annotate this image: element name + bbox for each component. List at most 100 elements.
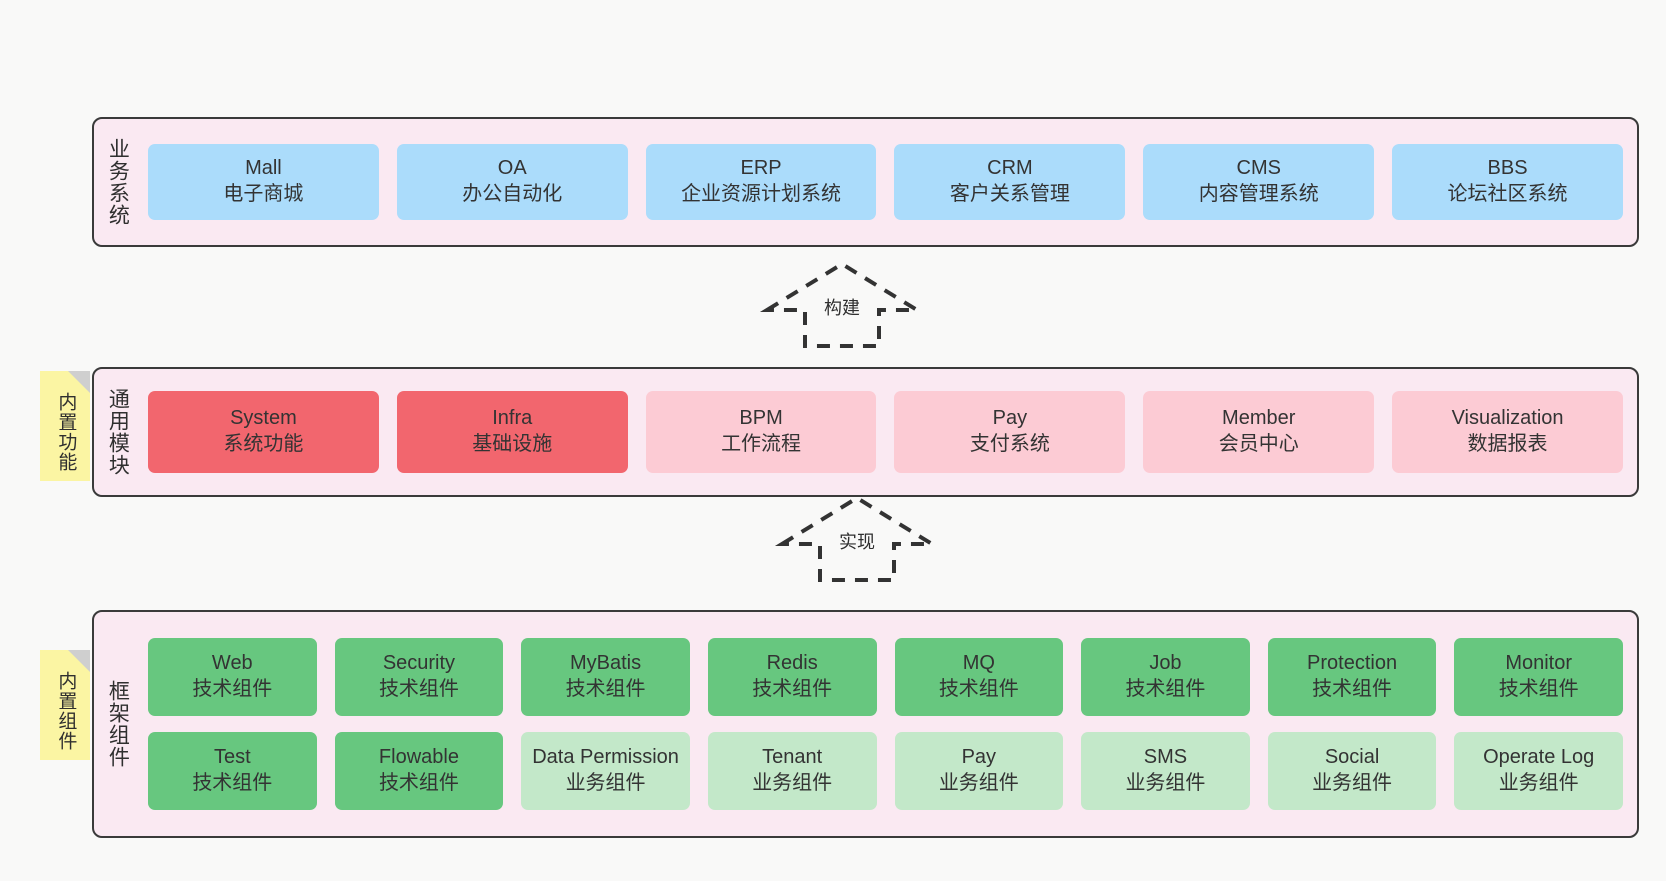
node-security-desc: 技术组件 (378, 678, 459, 700)
node-member[interactable]: Member 会员中心 (1143, 391, 1375, 473)
node-social[interactable]: Social 业务组件 (1267, 732, 1437, 810)
node-pay-component[interactable]: Pay 业务组件 (894, 732, 1064, 810)
node-operate-log-desc: 业务组件 (1498, 772, 1579, 794)
node-mall[interactable]: Mall 电子商城 (148, 144, 379, 220)
node-pay-module-desc: 支付系统 (969, 433, 1050, 455)
node-test[interactable]: Test 技术组件 (148, 732, 317, 810)
node-crm[interactable]: CRM 客户关系管理 (894, 144, 1126, 220)
node-infra-desc: 基础设施 (472, 433, 553, 455)
layer-business-system[interactable]: 业务系统 Mall 电子商城 OA 办公自动化 ERP 企业资源计划系统 CRM (92, 117, 1639, 247)
layer-framework-title: 框架组件 (106, 680, 130, 768)
node-flowable[interactable]: Flowable 技术组件 (334, 732, 504, 810)
note-builtin-function[interactable]: 内置功能 (40, 371, 90, 481)
node-bpm-name: BPM (739, 407, 783, 430)
node-cms[interactable]: CMS 内容管理系统 (1143, 144, 1375, 220)
node-protection-desc: 技术组件 (1312, 678, 1393, 700)
node-bpm-desc: 工作流程 (721, 433, 802, 455)
node-job-desc: 技术组件 (1125, 678, 1206, 700)
node-infra-name: Infra (492, 407, 533, 430)
node-crm-desc: 客户关系管理 (949, 183, 1070, 205)
node-visualization[interactable]: Visualization 数据报表 (1392, 391, 1623, 473)
node-pay-component-name: Pay (961, 746, 997, 769)
node-monitor-desc: 技术组件 (1498, 678, 1579, 700)
note-builtin-function-label: 内置功能 (55, 392, 77, 472)
node-oa[interactable]: OA 办公自动化 (396, 144, 628, 220)
node-flowable-name: Flowable (378, 746, 459, 769)
node-mybatis[interactable]: MyBatis 技术组件 (521, 638, 690, 716)
node-mall-name: Mall (245, 157, 282, 180)
node-system-desc: 系统功能 (223, 433, 304, 455)
connector-implement-arrow: 实现 (772, 492, 942, 584)
layer-common-body: System 系统功能 Infra 基础设施 BPM 工作流程 Pay 支付系统… (140, 369, 1637, 495)
layer-business-title: 业务系统 (106, 138, 130, 226)
node-tenant-desc: 业务组件 (752, 772, 833, 794)
node-infra[interactable]: Infra 基础设施 (396, 391, 628, 473)
node-bbs[interactable]: BBS 论坛社区系统 (1392, 144, 1623, 220)
framework-row-2: Test 技术组件 Flowable 技术组件 Data Permission … (148, 732, 1623, 810)
node-pay-module[interactable]: Pay 支付系统 (894, 391, 1126, 473)
layer-business-body: Mall 电子商城 OA 办公自动化 ERP 企业资源计划系统 CRM 客户关系… (140, 119, 1637, 245)
layer-common-title: 通用模块 (106, 388, 130, 476)
node-pay-module-name: Pay (992, 407, 1028, 430)
node-erp[interactable]: ERP 企业资源计划系统 (645, 144, 877, 220)
node-cms-desc: 内容管理系统 (1198, 183, 1319, 205)
connector-build-arrow: 构建 (757, 258, 927, 350)
node-monitor[interactable]: Monitor 技术组件 (1454, 638, 1623, 716)
node-operate-log-name: Operate Log (1483, 746, 1595, 769)
node-crm-name: CRM (987, 157, 1033, 180)
node-security-name: Security (382, 652, 456, 675)
node-redis[interactable]: Redis 技术组件 (707, 638, 877, 716)
node-protection[interactable]: Protection 技术组件 (1267, 638, 1437, 716)
node-bbs-name: BBS (1487, 157, 1528, 180)
framework-row-1: Web 技术组件 Security 技术组件 MyBatis 技术组件 Redi… (148, 638, 1623, 716)
common-row: System 系统功能 Infra 基础设施 BPM 工作流程 Pay 支付系统… (148, 391, 1623, 473)
node-redis-desc: 技术组件 (752, 678, 833, 700)
node-web[interactable]: Web 技术组件 (148, 638, 317, 716)
node-mq-desc: 技术组件 (938, 678, 1019, 700)
node-data-permission-name: Data Permission (532, 746, 679, 769)
implement-arrow-glyph (774, 495, 940, 582)
node-mybatis-name: MyBatis (570, 652, 642, 675)
node-visualization-desc: 数据报表 (1467, 433, 1548, 455)
note-builtin-component[interactable]: 内置组件 (40, 650, 90, 760)
node-visualization-name: Visualization (1451, 407, 1564, 430)
business-row: Mall 电子商城 OA 办公自动化 ERP 企业资源计划系统 CRM 客户关系… (148, 144, 1623, 220)
node-erp-desc: 企业资源计划系统 (681, 183, 842, 205)
node-tenant-name: Tenant (762, 746, 823, 769)
node-job[interactable]: Job 技术组件 (1081, 638, 1250, 716)
node-sms-desc: 业务组件 (1125, 772, 1206, 794)
layer-common-module[interactable]: 通用模块 System 系统功能 Infra 基础设施 BPM 工作流程 Pay (92, 367, 1639, 497)
node-web-desc: 技术组件 (192, 678, 273, 700)
node-system[interactable]: System 系统功能 (148, 391, 379, 473)
node-data-permission-desc: 业务组件 (565, 772, 646, 794)
node-bpm[interactable]: BPM 工作流程 (645, 391, 877, 473)
node-data-permission[interactable]: Data Permission 业务组件 (521, 732, 690, 810)
node-web-name: Web (211, 652, 253, 675)
node-tenant[interactable]: Tenant 业务组件 (707, 732, 877, 810)
node-security[interactable]: Security 技术组件 (334, 638, 504, 716)
node-sms[interactable]: SMS 业务组件 (1081, 732, 1250, 810)
node-member-desc: 会员中心 (1218, 433, 1299, 455)
node-mq[interactable]: MQ 技术组件 (894, 638, 1064, 716)
node-mybatis-desc: 技术组件 (565, 678, 646, 700)
node-social-desc: 业务组件 (1312, 772, 1393, 794)
connector-build-label: 构建 (821, 294, 863, 320)
node-member-name: Member (1222, 407, 1296, 430)
node-social-name: Social (1324, 746, 1380, 769)
node-test-name: Test (213, 746, 251, 769)
connector-implement-label: 实现 (836, 528, 878, 554)
node-test-desc: 技术组件 (192, 772, 273, 794)
node-system-name: System (230, 407, 297, 430)
node-job-name: Job (1149, 652, 1182, 675)
node-cms-name: CMS (1236, 157, 1281, 180)
node-mq-name: MQ (962, 652, 995, 675)
layer-framework-body: Web 技术组件 Security 技术组件 MyBatis 技术组件 Redi… (140, 612, 1637, 836)
node-monitor-name: Monitor (1505, 652, 1573, 675)
node-redis-name: Redis (766, 652, 818, 675)
node-bbs-desc: 论坛社区系统 (1447, 183, 1568, 205)
node-operate-log[interactable]: Operate Log 业务组件 (1454, 732, 1623, 810)
node-protection-name: Protection (1307, 652, 1398, 675)
layer-framework-component[interactable]: 框架组件 Web 技术组件 Security 技术组件 MyBatis 技术组件… (92, 610, 1639, 838)
node-pay-component-desc: 业务组件 (938, 772, 1019, 794)
